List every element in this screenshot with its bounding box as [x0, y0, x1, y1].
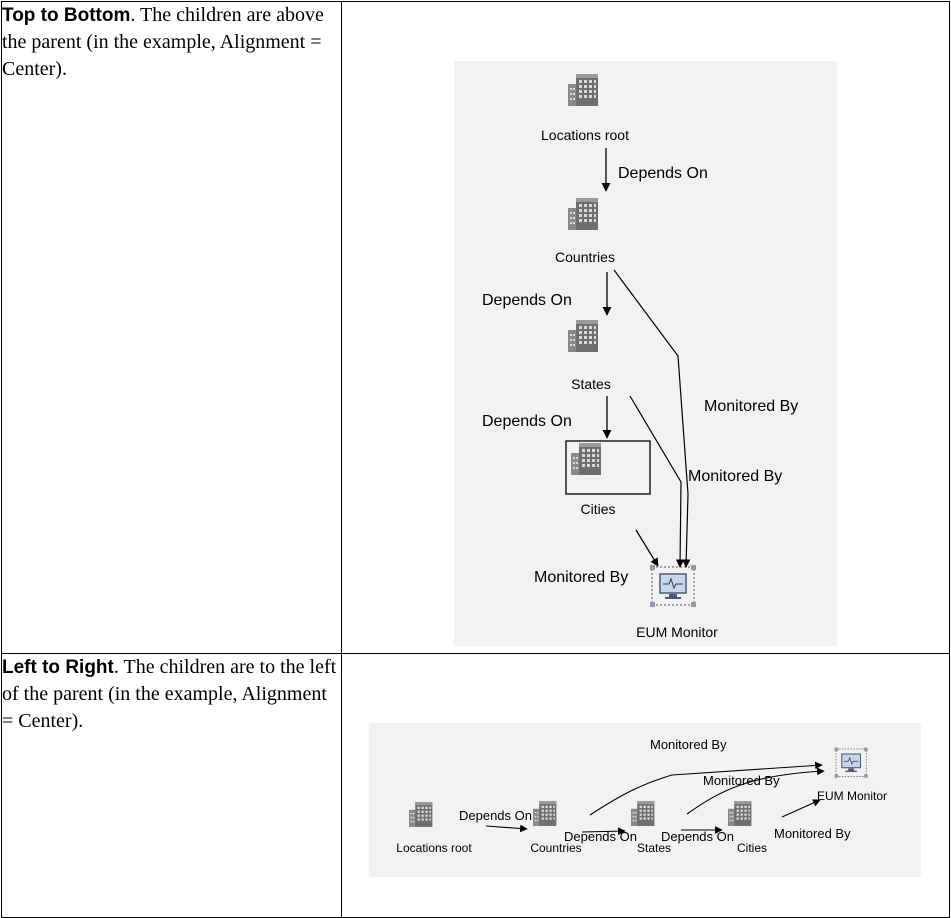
node-label-states: States [571, 376, 611, 392]
top-to-bottom-diagram: Locations root Countries States Cities E… [454, 61, 837, 646]
table-row: Left to Right. The children are to the l… [1, 653, 950, 918]
node-label-eum-monitor: EUM Monitor [817, 789, 887, 803]
edge-label-depends-on: Depends On [482, 292, 572, 309]
edge-label-depends-on: Depends On [482, 413, 572, 430]
edge-arrow [485, 824, 528, 833]
node-label-locations-root: Locations root [541, 127, 629, 143]
edge-label-monitored-by: Monitored By [704, 398, 798, 415]
edge-label-depends-on: Depends On [459, 808, 532, 823]
edge-label-monitored-by: Monitored By [703, 773, 780, 788]
edge-label-monitored-by: Monitored By [534, 569, 628, 586]
node-label-countries: Countries [555, 249, 615, 265]
description-cell: Left to Right. The children are to the l… [1, 653, 342, 918]
edge-arrow [635, 529, 659, 567]
figure-cell: Locations root Countries States Cities E… [341, 653, 950, 918]
description-cell: Top to Bottom. The children are above th… [1, 1, 342, 654]
node-label-locations-root: Locations root [396, 841, 472, 855]
edge-arrow [581, 827, 626, 836]
edge-label-depends-on: Depends On [618, 165, 708, 182]
node-label-eum-monitor: EUM Monitor [636, 624, 718, 640]
edge-label-monitored-by: Monitored By [650, 737, 727, 752]
diagram-canvas [454, 61, 837, 646]
edge-label-depends-on: Depends On [564, 829, 637, 844]
option-term: Top to Bottom [2, 5, 131, 26]
edge-arrow [589, 761, 823, 816]
edge-arrow [613, 269, 691, 568]
edge-arrow [781, 799, 821, 818]
node-label-countries: Countries [530, 841, 581, 855]
option-description: . The children are above the parent (in … [2, 4, 324, 80]
edge-arrow [629, 395, 685, 568]
diagram-canvas [369, 723, 921, 877]
figure-cell: Locations root Countries States Cities E… [341, 1, 950, 654]
node-label-cities: Cities [580, 501, 615, 517]
edge-label-depends-on: Depends On [661, 829, 734, 844]
option-term: Left to Right [2, 657, 114, 678]
option-description: . The children are to the left of the pa… [2, 656, 337, 732]
edge-arrow [686, 767, 825, 815]
table-row: Top to Bottom. The children are above th… [1, 1, 950, 654]
node-label-states: States [637, 841, 671, 855]
edge-label-monitored-by: Monitored By [688, 468, 782, 485]
edge-label-monitored-by: Monitored By [774, 826, 851, 841]
left-to-right-diagram: Locations root Countries States Cities E… [369, 723, 921, 877]
node-label-cities: Cities [737, 841, 767, 855]
selection-box [565, 440, 651, 495]
